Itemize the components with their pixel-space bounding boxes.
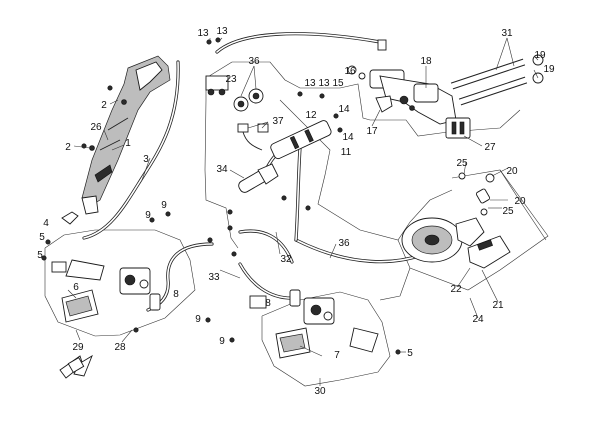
callout-19-a: 19 (534, 50, 546, 61)
callout-14-a: 14 (338, 104, 350, 115)
callout-29: 29 (72, 342, 84, 353)
callout-1: 1 (125, 138, 131, 149)
leader-lines (67, 37, 539, 386)
callout-24: 24 (472, 314, 484, 325)
callout-6: 6 (73, 282, 79, 293)
callout-8-a: 8 (173, 289, 179, 300)
callout-30: 30 (314, 386, 326, 397)
callout-11: 11 (341, 147, 352, 158)
callout-9-d: 9 (219, 336, 225, 347)
callout-14-b: 14 (342, 132, 354, 143)
callout-7: 7 (334, 350, 340, 361)
callout-16: 16 (344, 66, 356, 77)
callout-4: 4 (43, 218, 49, 229)
callout-8-b: 8 (265, 298, 271, 309)
callout-5-a: 5 (39, 232, 45, 243)
callout-19-b: 19 (543, 64, 555, 75)
callout-23: 23 (225, 74, 237, 85)
pedal-bracket-assembly (61, 55, 171, 225)
callout-28: 28 (114, 342, 126, 353)
callout-5-b: 5 (37, 250, 43, 261)
callout-25-b: 25 (502, 206, 514, 217)
callout-13-a: 13 (197, 28, 209, 39)
callout-5-c: 5 (407, 348, 413, 359)
callout-31: 31 (501, 28, 513, 39)
callout-3: 3 (143, 154, 149, 165)
callout-9-c: 9 (195, 314, 201, 325)
callout-2-b: 2 (65, 142, 71, 153)
callout-36-top: 36 (248, 56, 260, 67)
callout-21: 21 (492, 300, 504, 311)
callout-15: 15 (332, 78, 344, 89)
master-cylinder-assembly (205, 75, 332, 193)
callout-32: 32 (280, 254, 292, 265)
lower-left-caliper (51, 259, 161, 379)
callout-36-bottom: 36 (338, 238, 350, 249)
callout-18: 18 (420, 56, 432, 67)
callout-27: 27 (484, 142, 496, 153)
callout-13-c: 13 (304, 78, 316, 89)
callout-17: 17 (366, 126, 378, 137)
callout-34: 34 (216, 164, 228, 175)
callout-9-b: 9 (161, 200, 167, 211)
callout-26: 26 (90, 122, 102, 133)
callout-labels: 13 13 36 23 31 19 19 16 15 13 13 18 2 14… (37, 26, 555, 397)
callout-25-a: 25 (456, 158, 468, 169)
lower-centre-caliper (249, 289, 379, 359)
callout-33: 33 (208, 272, 220, 283)
callout-12: 12 (305, 110, 317, 121)
callout-37: 37 (272, 116, 284, 127)
callout-20-b: 20 (514, 196, 526, 207)
callout-9-a: 9 (145, 210, 151, 221)
handlebar-master-cylinder (347, 39, 544, 139)
callout-20-a: 20 (506, 166, 518, 177)
callout-13-d: 13 (318, 78, 330, 89)
right-caliper-assembly (401, 172, 511, 269)
callout-22: 22 (450, 284, 462, 295)
callout-2-a: 2 (101, 100, 107, 111)
callout-13-b: 13 (216, 26, 228, 37)
